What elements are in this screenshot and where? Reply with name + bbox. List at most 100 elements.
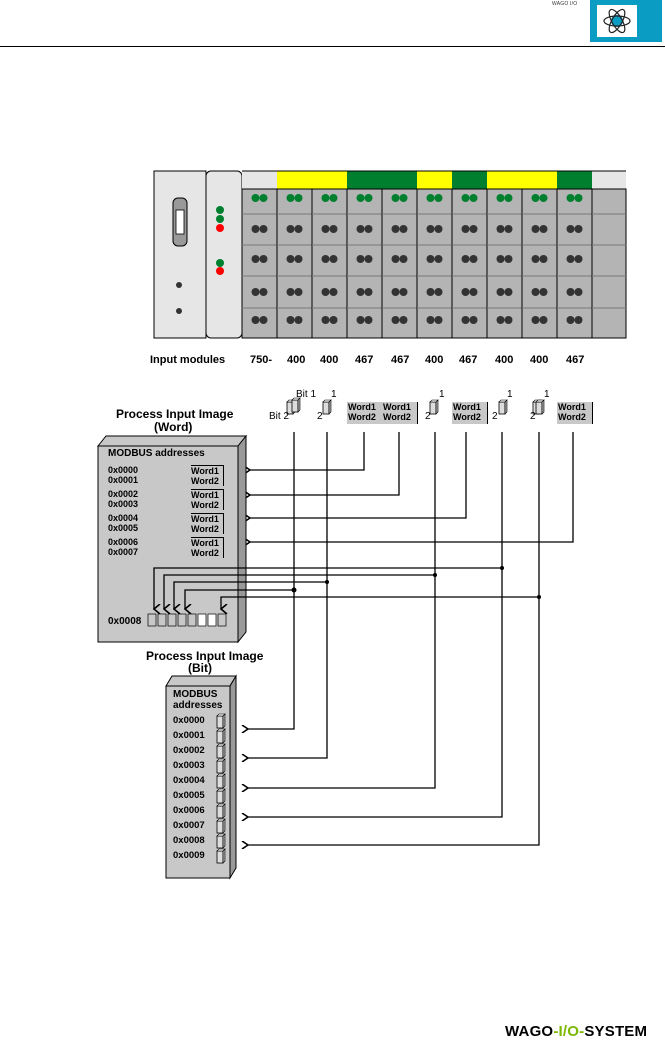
io-module: [521, 171, 558, 339]
bit-address: 0x0004: [173, 775, 205, 786]
led-icon: [259, 194, 268, 202]
top-bit-icons: [286, 397, 545, 415]
word-image-title: Process Input Image: [116, 407, 234, 421]
one-label: 1: [439, 389, 445, 400]
terminal-icon: [329, 316, 338, 324]
module-number-label: 467: [355, 354, 374, 366]
bit-icons: [216, 713, 226, 864]
word1-label: Word1: [453, 402, 481, 412]
word1-label: Word1: [191, 490, 219, 500]
led-icon: [461, 194, 470, 202]
led-icon: [364, 194, 373, 202]
led-icon: [434, 194, 443, 202]
led-icon: [286, 194, 295, 202]
module-number-label: 467: [459, 354, 478, 366]
bit-cell: [157, 613, 167, 627]
led-icon: [504, 194, 513, 202]
terminal-icon: [294, 316, 303, 324]
terminal-icon: [566, 225, 575, 233]
word2-label: Word2: [191, 500, 219, 510]
bit-cell: [217, 613, 227, 627]
terminal-icon: [469, 255, 478, 263]
word1-label: Word1: [383, 402, 411, 412]
terminal-icon: [426, 288, 435, 296]
led-icon: [426, 194, 435, 202]
bit-icon: [216, 788, 226, 804]
brand-system: SYSTEM: [584, 1023, 648, 1040]
bit-line-4: [248, 432, 503, 817]
terminal-icon: [329, 255, 338, 263]
led-icon: [251, 194, 260, 202]
terminal-icon: [539, 225, 548, 233]
footer-brand: WAGO-I/O-SYSTEM: [505, 1023, 647, 1040]
terminal-icon: [469, 225, 478, 233]
bit-cell: [187, 613, 197, 627]
bit-icon: [322, 399, 332, 415]
terminal-icon: [531, 225, 540, 233]
bit-icon: [216, 803, 226, 819]
bit-line-2: [248, 432, 328, 758]
word-line-1: [250, 432, 365, 470]
terminal-icon: [294, 288, 303, 296]
word2-label: Word2: [383, 412, 411, 422]
terminal-icon: [251, 225, 260, 233]
led-icon: [294, 194, 303, 202]
module-number-label: 400: [495, 354, 514, 366]
terminal-icon: [329, 288, 338, 296]
terminal-icon: [574, 255, 583, 263]
bit-cell: [167, 613, 177, 627]
io-module: [451, 171, 488, 339]
end-module: [591, 171, 627, 339]
module-number-label: 467: [566, 354, 585, 366]
terminal-icon: [356, 288, 365, 296]
terminal-icon: [259, 288, 268, 296]
word-image-subtitle: (Word): [154, 420, 193, 434]
brand-wago: WAGO: [505, 1023, 554, 1040]
terminal-icon: [574, 288, 583, 296]
terminal-icon: [434, 316, 443, 324]
address-label: 0x0001: [108, 475, 139, 485]
brand-io: I/O: [558, 1023, 580, 1040]
bit-address: 0x0002: [173, 745, 205, 756]
brand-dash: -: [579, 1023, 585, 1040]
terminal-icon: [504, 255, 513, 263]
terminal-icon: [496, 225, 505, 233]
bit-row-cells: [147, 613, 227, 627]
terminal-icon: [391, 316, 400, 324]
word-line-3: [250, 432, 467, 518]
coupler-leds: [216, 206, 224, 275]
bit1-label: Bit 1: [296, 389, 317, 400]
led-icon: [574, 194, 583, 202]
two-label: 2: [425, 411, 431, 422]
bit-address: 0x0006: [173, 805, 205, 816]
bit-address: 0x0005: [173, 790, 205, 801]
terminal-icon: [496, 288, 505, 296]
bit-to-word-lines: [154, 567, 539, 609]
terminal-icon: [434, 225, 443, 233]
address-label: 0x0000: [108, 465, 139, 475]
terminal-icon: [469, 288, 478, 296]
terminal-icon: [329, 225, 338, 233]
terminal-icon: [566, 255, 575, 263]
word1-label: Word1: [191, 514, 219, 524]
word2-label: Word2: [191, 548, 219, 558]
bit-icon: [291, 397, 301, 413]
header-divider: [0, 46, 665, 47]
module-number-label: 750-: [250, 354, 273, 366]
one-label: 1: [331, 389, 337, 400]
bit-cell: [197, 613, 207, 627]
address-label: 0x0007: [108, 547, 139, 557]
word2-label: Word2: [191, 524, 219, 534]
io-module: [241, 171, 278, 339]
bit-modbus-heading: MODBUS: [173, 689, 218, 700]
bit-icon: [429, 399, 439, 415]
terminal-icon: [321, 316, 330, 324]
mapping-lines: [248, 432, 574, 845]
terminal-icon: [469, 316, 478, 324]
word-line-2: [250, 432, 400, 495]
